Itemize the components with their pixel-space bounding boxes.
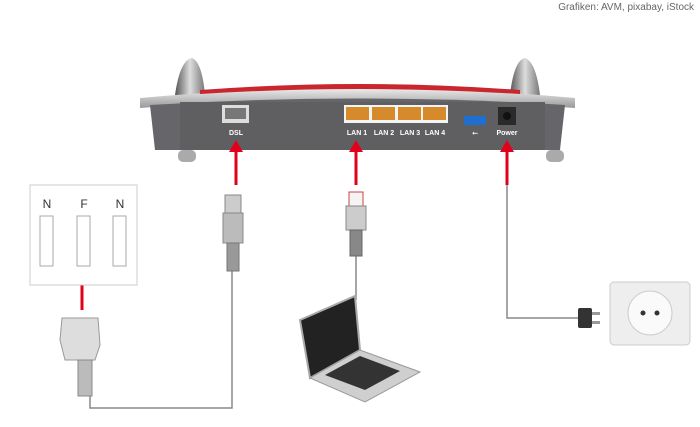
arrows bbox=[75, 140, 514, 310]
arrow-up-icon bbox=[349, 140, 363, 152]
tae-dsl-cable bbox=[89, 270, 233, 409]
router: DSL LAN 1 LAN 2 LAN 3 LAN 4 ⭠ Power bbox=[140, 58, 575, 162]
laptop bbox=[298, 294, 422, 403]
lan4-port bbox=[423, 107, 446, 120]
usb-icon: ⭠ bbox=[472, 130, 478, 137]
power-label: Power bbox=[496, 130, 517, 137]
lan3-label: LAN 3 bbox=[400, 130, 420, 137]
power-cable bbox=[506, 150, 578, 319]
lan2-port bbox=[372, 107, 395, 120]
tae-wall-socket: N F N bbox=[29, 184, 138, 286]
lan2-label: LAN 2 bbox=[374, 130, 394, 137]
arrow-up-icon bbox=[229, 140, 243, 152]
lan4-label: LAN 4 bbox=[425, 130, 445, 137]
dsl-label: DSL bbox=[229, 130, 244, 137]
socket-label-f: F bbox=[80, 197, 87, 211]
power-plug bbox=[578, 308, 600, 328]
lan1-label: LAN 1 bbox=[347, 130, 367, 137]
dsl-plug bbox=[222, 194, 244, 272]
router-antenna-left bbox=[175, 58, 205, 95]
socket-label-n: N bbox=[116, 197, 125, 211]
usb-port bbox=[464, 116, 486, 125]
image-credit: Grafiken: AVM, pixabay, iStock bbox=[558, 2, 694, 13]
lan3-port bbox=[398, 107, 421, 120]
arrow-up-icon bbox=[500, 140, 514, 152]
lan-plug bbox=[345, 191, 367, 257]
tae-plug bbox=[59, 317, 101, 397]
cables bbox=[89, 150, 578, 409]
socket-label-n: N bbox=[43, 197, 52, 211]
lan1-port bbox=[346, 107, 369, 120]
power-outlet bbox=[609, 281, 691, 346]
router-antenna-right bbox=[510, 58, 540, 95]
